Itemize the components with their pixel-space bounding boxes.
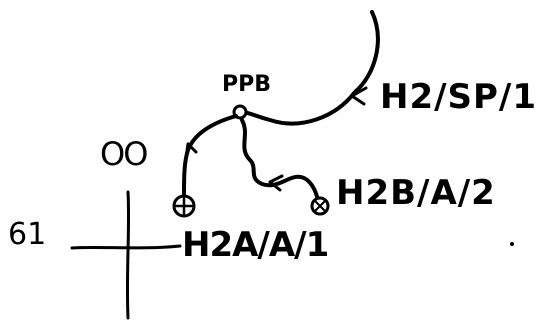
h2a-node-plus xyxy=(174,196,194,216)
oo-label: OO xyxy=(100,135,148,173)
vertical-axis xyxy=(125,190,131,320)
ppb-label: PPB xyxy=(222,72,272,97)
h2b-a-2-label: H2B/A/2 xyxy=(336,173,496,213)
h2a-a-1-label: H2A/A/1 xyxy=(182,225,329,265)
branch-h2b-arrowhead xyxy=(268,174,284,192)
incoming-arrowhead xyxy=(350,86,368,106)
branch-to-h2b xyxy=(240,118,320,202)
branch-h2a-arrowhead xyxy=(184,142,198,160)
h2-sp-1-label: H2/SP/1 xyxy=(380,77,538,117)
left-mark-label: 61 xyxy=(8,217,47,252)
h2b-node-cross xyxy=(314,200,326,212)
incoming-line xyxy=(240,10,380,126)
branch-to-h2a xyxy=(182,114,238,198)
stray-dot xyxy=(510,242,514,246)
horizontal-axis xyxy=(70,244,182,250)
